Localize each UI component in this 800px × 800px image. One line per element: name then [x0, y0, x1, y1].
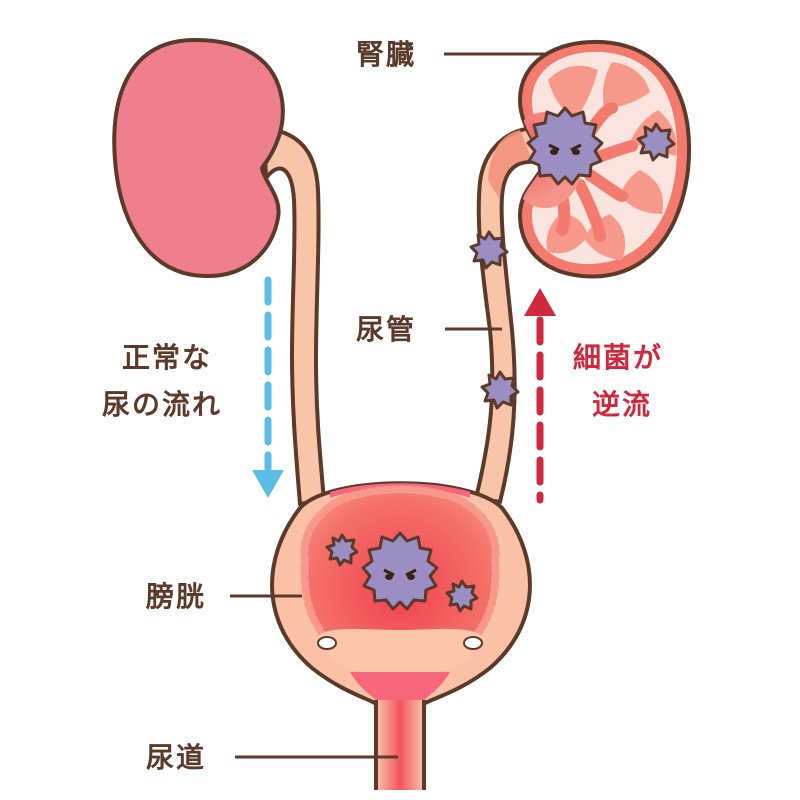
bacteria-icon [480, 370, 520, 410]
label-normal-flow-line1: 正常な [122, 341, 212, 374]
bacteria-icon [469, 230, 509, 270]
ureter-left [262, 126, 326, 506]
label-ureter: 尿管 [356, 313, 416, 346]
kidney-normal [112, 38, 285, 279]
label-bladder: 膀胱 [145, 580, 206, 613]
label-normal-flow-line2: 尿の流れ [102, 388, 222, 421]
label-kidney: 腎臓 [356, 38, 416, 71]
label-urethra: 尿道 [146, 741, 206, 774]
label-reflux-line1: 細菌が [573, 341, 663, 374]
bacteria-icon [361, 531, 439, 611]
urethra [374, 700, 426, 790]
arrow-up-icon [524, 288, 556, 504]
bacteria-icon [445, 579, 479, 613]
bacteria-icon [636, 122, 676, 162]
ureter-inflamed-section [488, 130, 532, 200]
label-reflux-line2: 逆流 [592, 388, 652, 421]
bacteria-icon [325, 533, 359, 567]
arrow-down-icon [252, 276, 284, 498]
bacteria-icon [526, 106, 604, 186]
